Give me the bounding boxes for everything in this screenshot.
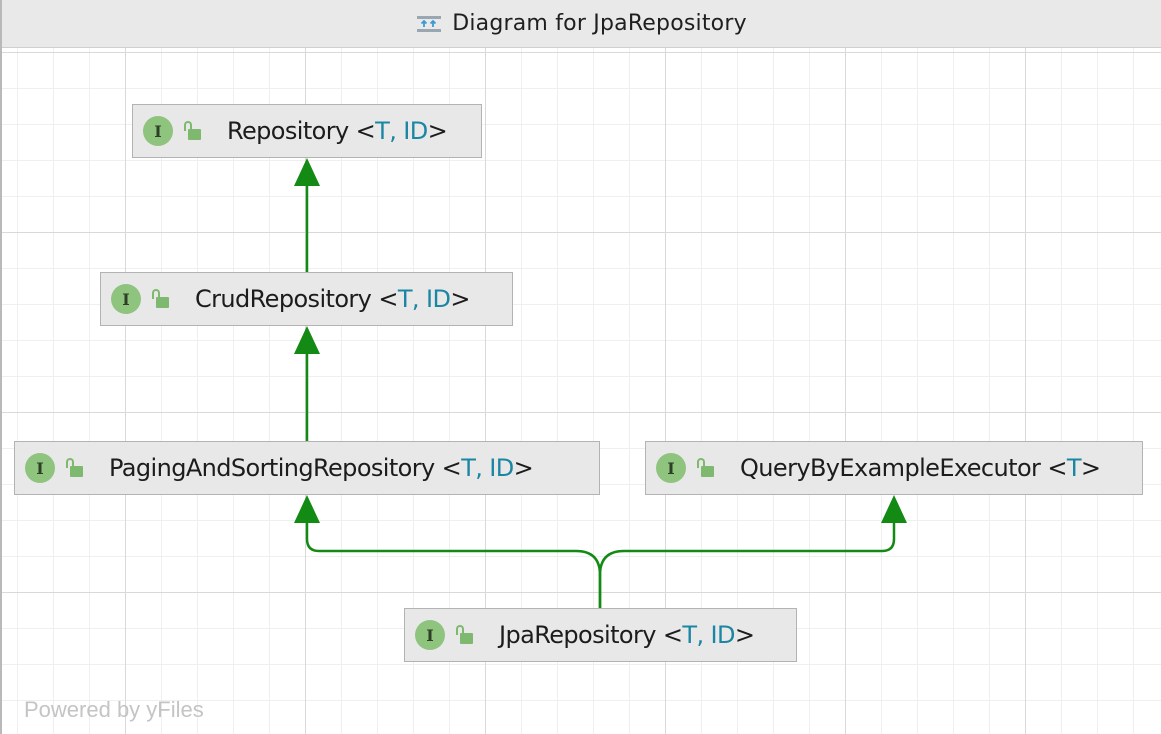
edge-jpa-to-paging bbox=[294, 495, 602, 608]
type-params: T bbox=[1066, 454, 1082, 482]
node-repository[interactable]: I Repository <T, ID> bbox=[132, 104, 482, 158]
interface-badge-icon: I bbox=[111, 284, 141, 314]
node-query-by-example-executor[interactable]: I QueryByExampleExecutor <T> bbox=[645, 441, 1143, 495]
edge-jpa-to-query-by-example bbox=[598, 495, 907, 608]
title-bar: Diagram for JpaRepository bbox=[2, 0, 1161, 48]
public-lock-icon bbox=[455, 625, 473, 645]
node-paging-and-sorting-repository[interactable]: I PagingAndSortingRepository <T, ID> bbox=[14, 441, 600, 495]
public-lock-icon bbox=[151, 289, 169, 309]
class-name: QueryByExampleExecutor bbox=[740, 454, 1041, 482]
type-params-close: > bbox=[513, 454, 534, 482]
edge-paging-to-crud bbox=[294, 326, 320, 441]
node-label: JpaRepository <T, ID> bbox=[499, 621, 755, 649]
type-params-close: > bbox=[427, 117, 448, 145]
type-params-open: < bbox=[441, 454, 462, 482]
type-params-open: < bbox=[1047, 454, 1067, 482]
type-params: T, ID bbox=[461, 454, 514, 482]
type-params-open: < bbox=[378, 285, 398, 313]
class-name: CrudRepository bbox=[195, 285, 372, 313]
node-label: PagingAndSortingRepository <T, ID> bbox=[109, 454, 534, 482]
class-name: Repository bbox=[227, 117, 349, 145]
type-params: T, ID bbox=[375, 117, 428, 145]
type-params-open: < bbox=[662, 621, 683, 649]
class-name: PagingAndSortingRepository bbox=[109, 454, 435, 482]
type-params-close: > bbox=[734, 621, 755, 649]
public-lock-icon bbox=[65, 458, 83, 478]
type-params-open: < bbox=[355, 117, 376, 145]
interface-badge-icon: I bbox=[656, 453, 686, 483]
node-crud-repository[interactable]: I CrudRepository <T, ID> bbox=[100, 272, 513, 326]
interface-badge-icon: I bbox=[415, 620, 445, 650]
public-lock-icon bbox=[696, 458, 714, 478]
node-label: Repository <T, ID> bbox=[227, 117, 448, 145]
diagram-canvas[interactable] bbox=[2, 48, 1161, 734]
type-params: T, ID bbox=[682, 621, 735, 649]
type-params-close: > bbox=[1080, 454, 1101, 482]
interface-badge-icon: I bbox=[143, 116, 173, 146]
diagram-icon bbox=[417, 15, 442, 32]
window-title: Diagram for JpaRepository bbox=[452, 11, 747, 36]
node-label: CrudRepository <T, ID> bbox=[195, 285, 470, 313]
node-jpa-repository[interactable]: I JpaRepository <T, ID> bbox=[404, 608, 797, 662]
interface-badge-icon: I bbox=[25, 453, 55, 483]
edge-crud-to-repository bbox=[294, 158, 320, 272]
type-params: T, ID bbox=[397, 285, 451, 313]
watermark: Powered by yFiles bbox=[24, 697, 204, 722]
type-params-close: > bbox=[450, 285, 470, 313]
node-label: QueryByExampleExecutor <T> bbox=[740, 454, 1101, 482]
class-name: JpaRepository bbox=[499, 621, 656, 649]
public-lock-icon bbox=[183, 121, 201, 141]
